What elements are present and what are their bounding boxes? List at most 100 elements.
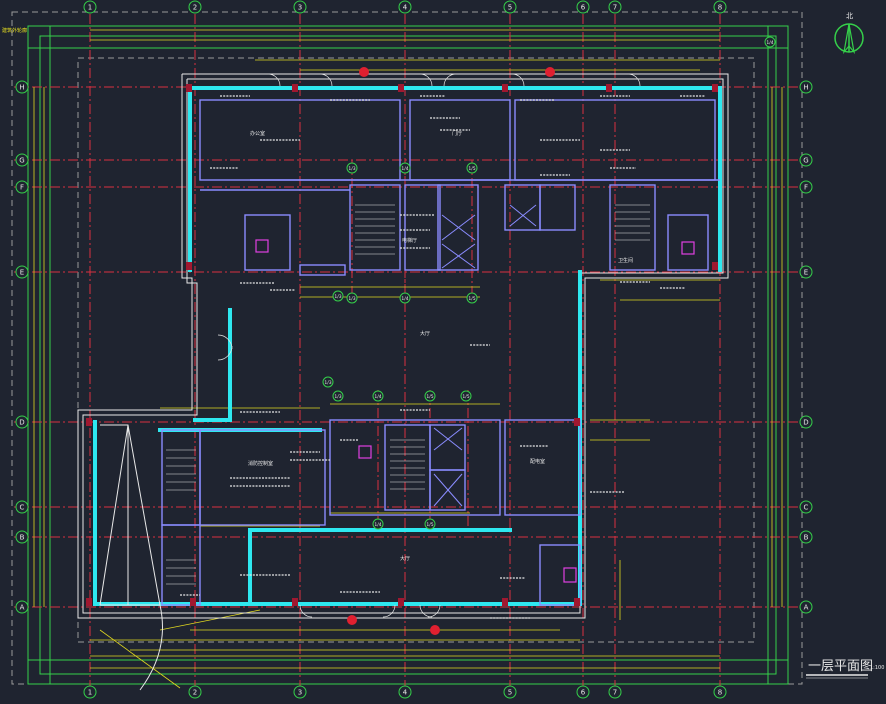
row-axis-bubble: B: [799, 530, 813, 544]
axis-label: 1/3: [324, 380, 331, 386]
dimension-frames: [27, 25, 789, 685]
intermediate-axis-bubble: 1/5: [424, 390, 436, 402]
axis-label: 5: [508, 4, 512, 12]
interior-walls: [161, 99, 720, 606]
intermediate-axis-bubble: 1/4: [399, 292, 411, 304]
column-axis-bubble: 5: [503, 685, 517, 699]
drawing-title: 一层平面图: [808, 659, 873, 674]
axis-label: 8: [718, 689, 722, 697]
top-left-note: 建筑外轮廓: [2, 27, 27, 34]
grid-axis-lines: [14, 14, 800, 690]
row-axis-bubble: E: [15, 265, 29, 279]
axis-label: 6: [581, 4, 586, 12]
title-block: 一层平面图 1:100: [806, 659, 884, 679]
column-axis-bubble: 3: [293, 685, 307, 699]
column-axis-bubble: 7: [608, 685, 622, 699]
axis-label: 1/3: [334, 294, 341, 300]
axis-label: 1/4: [401, 296, 408, 302]
row-axis-bubble: F: [799, 180, 813, 194]
axis-label: D: [19, 419, 24, 427]
intermediate-axis-bubble: 1/4: [372, 390, 384, 402]
intermediate-axis-bubble: 1/5: [466, 162, 478, 174]
intermediate-axis-bubble: 1/5: [424, 518, 436, 530]
axis-label: E: [20, 269, 24, 277]
axis-label: B: [804, 534, 809, 542]
intermediate-axis-bubble: 1/3: [332, 290, 344, 302]
axis-label: 4: [403, 689, 408, 697]
axis-label: C: [804, 504, 809, 512]
elevator-shafts: [433, 204, 537, 507]
intermediate-axis-bubbles: 1/3 1/3 1/4 1/4 1/5 1/5 1/4 1/4 1/5 1/5 1/3 1/3 1/3 1…: [322, 36, 776, 530]
intermediate-axis-bubble: 1/5: [466, 292, 478, 304]
axis-label: D: [803, 419, 808, 427]
column-axis-bubble: 4: [398, 0, 412, 14]
column-axis-bubble: 2: [188, 0, 202, 14]
axis-label: 1/5: [426, 522, 433, 528]
column-axis-bubble: 5: [503, 0, 517, 14]
axis-label: G: [803, 157, 808, 165]
column-axis-bubble: 7: [608, 0, 622, 14]
door-swings: [217, 73, 641, 618]
axis-label: 1/4: [766, 40, 773, 46]
row-axis-bubble: D: [15, 415, 29, 429]
row-axis-bubble: G: [15, 153, 29, 167]
axis-label: 1/5: [426, 394, 433, 400]
row-axis-bubble: D: [799, 415, 813, 429]
axis-label: E: [804, 269, 808, 277]
axis-label: 3: [298, 4, 302, 12]
axis-label: B: [20, 534, 25, 542]
row-axis-bubble: A: [15, 600, 29, 614]
axis-label: 7: [613, 689, 617, 697]
column-axis-bubble: 6: [576, 685, 590, 699]
axis-label: 1/3: [348, 296, 355, 302]
row-axis-bubble: E: [799, 265, 813, 279]
axis-label: 2: [193, 4, 197, 12]
axis-label: 7: [613, 4, 617, 12]
column-axis-bubble: 2: [188, 685, 202, 699]
axis-label: A: [20, 604, 25, 612]
axis-label: 1/4: [401, 166, 408, 172]
entrance-ramp: [99, 424, 163, 691]
axis-label: F: [20, 184, 24, 192]
column-axis-bubble: 8: [713, 685, 727, 699]
axis-label: 1: [88, 689, 92, 697]
dimension-lines: [33, 29, 783, 689]
axis-label: 4: [403, 4, 408, 12]
stair-treads: [166, 204, 650, 585]
intermediate-axis-bubble: 1/5: [460, 390, 472, 402]
fixtures: [255, 67, 695, 635]
north-label: 北: [846, 12, 853, 20]
room-label: 电梯厅: [402, 237, 417, 244]
row-axis-bubble: H: [15, 80, 29, 94]
axis-label: 1/3: [334, 394, 341, 400]
drawing-scale: 1:100: [870, 665, 884, 671]
axis-label: 2: [193, 689, 197, 697]
row-axis-bubble: H: [799, 80, 813, 94]
intermediate-axis-bubble: 1/3: [346, 292, 358, 304]
column-axis-bubble: 8: [713, 0, 727, 14]
axis-label: 1: [88, 4, 92, 12]
axis-label: A: [804, 604, 809, 612]
building-outline: [77, 73, 729, 619]
row-axis-bubble: A: [799, 600, 813, 614]
intermediate-axis-bubble: 1/4: [372, 518, 384, 530]
axis-label: 3: [298, 689, 302, 697]
intermediate-axis-bubble: 1/3: [346, 162, 358, 174]
intermediate-axis-bubble: 1/4: [764, 36, 776, 48]
column-axis-bubble: 4: [398, 685, 412, 699]
intermediate-axis-bubble: 1/3: [332, 390, 344, 402]
row-axis-bubble: G: [799, 153, 813, 167]
north-arrow-icon: 北: [834, 12, 864, 55]
axis-label: 8: [718, 4, 722, 12]
room-label: 消防控制室: [248, 460, 273, 467]
row-axis-bubble: B: [15, 530, 29, 544]
annotation-marks: [180, 95, 705, 619]
row-axis-bubble: C: [15, 500, 29, 514]
axis-label: 5: [508, 689, 512, 697]
axis-label: 1/4: [374, 522, 381, 528]
axis-label: 1/5: [468, 166, 475, 172]
